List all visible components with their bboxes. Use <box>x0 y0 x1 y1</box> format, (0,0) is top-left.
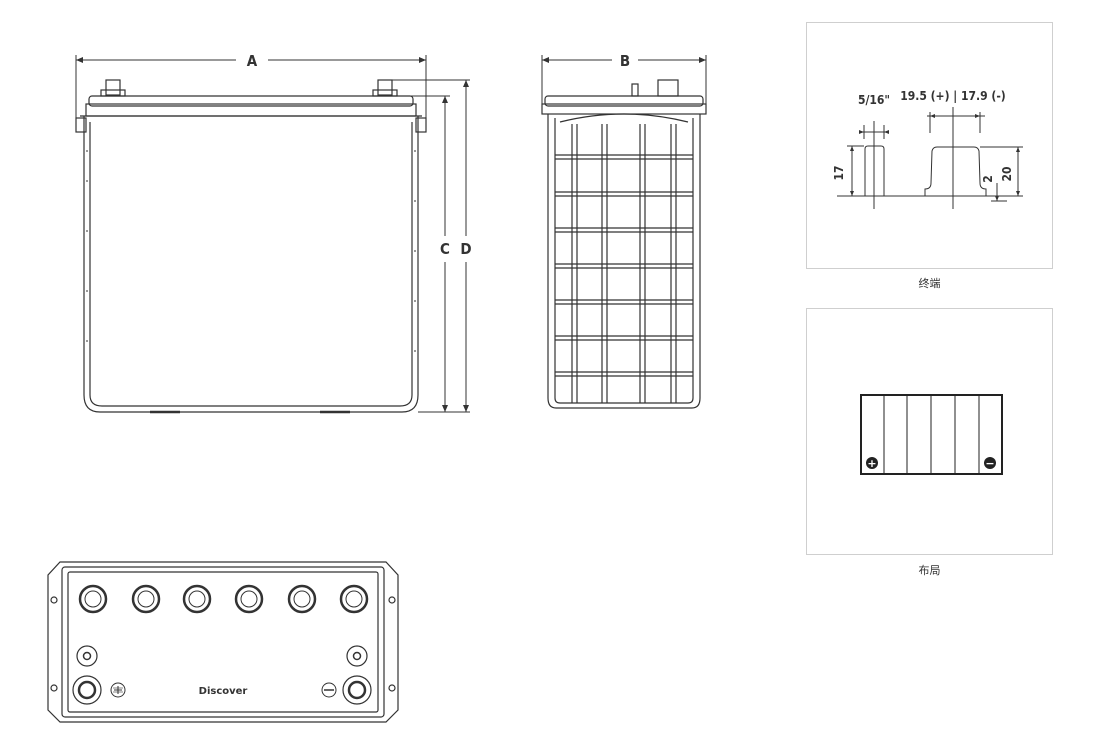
total-height-label: 20 <box>1000 166 1014 181</box>
side-battery-body <box>541 79 707 409</box>
cell-cap <box>234 584 264 614</box>
svg-text:+: + <box>867 457 876 470</box>
top-negative-symbol <box>321 682 337 698</box>
post-width-label: 5/16" <box>858 93 890 107</box>
dimension-c-label: C <box>440 240 450 258</box>
dimension-a-label: A <box>247 52 258 70</box>
sub-height-label: 2 <box>981 175 995 183</box>
layout-positive-icon: + <box>866 457 878 470</box>
post-height-label: 17 <box>832 165 846 180</box>
layout-diagram: + − <box>860 394 1003 475</box>
cell-caps <box>78 584 369 614</box>
cell-cap <box>287 584 317 614</box>
top-positive-symbol <box>110 682 126 698</box>
layout-negative-icon: − <box>984 457 996 470</box>
cell-cap <box>131 584 161 614</box>
front-battery-body <box>75 79 427 414</box>
layout-caption: 布局 <box>918 564 941 577</box>
terminal-caption: 终端 <box>918 277 941 290</box>
cell-cap <box>182 584 212 614</box>
brand-logo: Discover <box>199 686 248 697</box>
top-view <box>47 561 399 723</box>
dimension-b-label: B <box>620 52 630 70</box>
dimension-b <box>541 55 707 110</box>
dimension-c-d <box>392 79 470 413</box>
cell-cap <box>339 584 369 614</box>
layout-panel: + − <box>806 308 1053 555</box>
terminal-panel: 5/16" 19.5 (+) | 17.9 (-) <box>806 22 1053 269</box>
front-side-marks <box>86 150 416 352</box>
dimension-a <box>75 55 427 125</box>
post-diameter-label: 19.5 (+) | 17.9 (-) <box>900 89 1006 103</box>
top-terminals <box>72 645 372 705</box>
svg-text:−: − <box>985 457 994 470</box>
dimension-d-label: D <box>460 240 471 258</box>
cell-cap <box>78 584 108 614</box>
terminal-diagram: 5/16" 19.5 (+) | 17.9 (-) <box>832 89 1023 209</box>
